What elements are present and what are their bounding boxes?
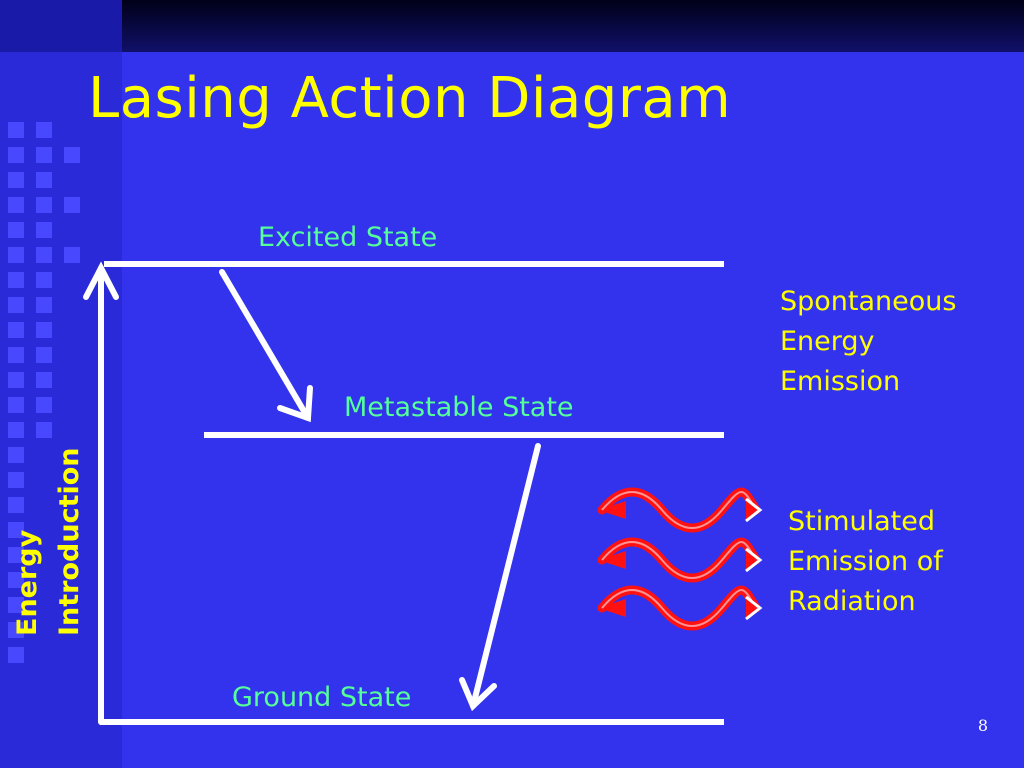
- page-number: 8: [977, 716, 988, 735]
- photon-wave-3: [598, 590, 760, 626]
- spontaneous-line-1: Spontaneous: [780, 286, 957, 317]
- stimulated-line-1: Stimulated: [788, 506, 936, 537]
- spontaneous-line-3: Emission: [780, 366, 901, 397]
- top-gradient-band: [122, 0, 1024, 52]
- stimulated-emission-label: Stimulated Emission of Radiation: [788, 502, 943, 622]
- excited-state-label: Excited State: [258, 222, 438, 253]
- stimulated-decay-arrow: [459, 443, 541, 712]
- slide-title: Lasing Action Diagram: [88, 66, 732, 131]
- left-top-band: [0, 0, 122, 52]
- spontaneous-line-2: Energy: [780, 326, 875, 357]
- spontaneous-emission-arrow: [219, 269, 313, 423]
- ground-state-label: Ground State: [232, 682, 412, 713]
- energy-vertical-label: Energy: [12, 529, 43, 636]
- introduction-vertical-label: Introduction: [54, 447, 85, 636]
- photon-wave-2: [598, 542, 760, 578]
- photon-wave-1: [598, 492, 760, 528]
- metastable-state-label: Metastable State: [344, 392, 574, 423]
- spontaneous-emission-label: Spontaneous Energy Emission: [780, 282, 956, 402]
- stimulated-line-3: Radiation: [788, 586, 916, 617]
- decorative-square-grid: [8, 122, 80, 663]
- energy-introduction-arrow: [83, 261, 119, 725]
- stimulated-line-2: Emission of: [788, 546, 943, 577]
